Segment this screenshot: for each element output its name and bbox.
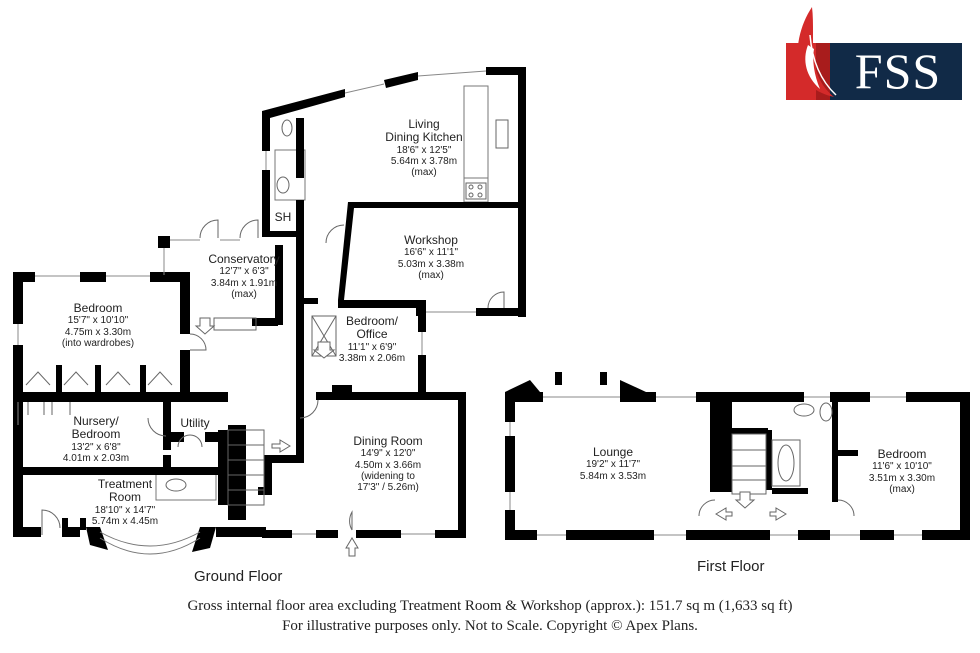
room-label-bedroom-office: Bedroom/ Office 11'1" x 6'9" 3.38m x 2.0… [338,314,406,365]
sink-icon [793,403,815,417]
room-label-bedroom-first: Bedroom 11'6" x 10'10" 3.51m x 3.30m (ma… [868,447,936,495]
stairs-arrow-icon [734,491,756,509]
floor-area-note: Gross internal floor area excluding Trea… [187,598,793,614]
room-label-treatment-room: Treatment Room 18'10" x 14'7" 5.74m x 4.… [91,477,159,528]
entrance-arrow-icon [345,537,359,557]
hob-icon [465,182,487,200]
room-label-utility: Utility [180,416,210,430]
sink-icon [276,176,290,194]
ground-floor-walls [13,67,526,552]
room-label-living-dining-kitchen: Living Dining Kitchen 18'6" x 12'5" 5.64… [385,117,463,179]
room-label-bedroom-ground: Bedroom 15'7" x 10'10" 4.75m x 3.30m (in… [61,301,135,349]
room-label-nursery-bedroom: Nursery/ Bedroom 13'2" x 6'8" 4.01m x 2.… [62,414,130,465]
ground-floor-title: Ground Floor [194,568,283,585]
stairs-arrow-icon [769,507,787,521]
stairs-arrow-icon [715,507,733,521]
room-label-workshop: Workshop 16'6" x 11'1" 5.03m x 3.38m (ma… [397,233,465,281]
feather-icon [797,7,837,97]
first-floor-title: First Floor [697,558,765,575]
stairs-arrow-icon [271,439,291,453]
first-floor-walls [505,372,970,540]
stairs-arrow-icon [312,341,336,359]
toilet-icon [819,402,833,422]
logo-text: FSS [854,43,942,99]
sink-icon [165,478,187,492]
room-label-shower: SH [274,210,292,224]
room-label-conservatory: Conservatory 12'7" x 6'3" 3.84m x 1.91m … [208,252,280,300]
fss-logo: FSS [786,5,962,100]
sink-icon [495,119,509,149]
stairs-arrow-icon [194,317,216,335]
room-label-lounge: Lounge 19'2" x 11'7" 5.84m x 3.53m [579,445,647,482]
toilet-icon [281,119,293,137]
room-label-dining-room: Dining Room 14'9" x 12'0" 4.50m x 3.66m … [353,434,423,493]
disclaimer-note: For illustrative purposes only. Not to S… [282,618,698,634]
logo-navy-block [830,43,962,100]
sink-icon [213,317,257,331]
